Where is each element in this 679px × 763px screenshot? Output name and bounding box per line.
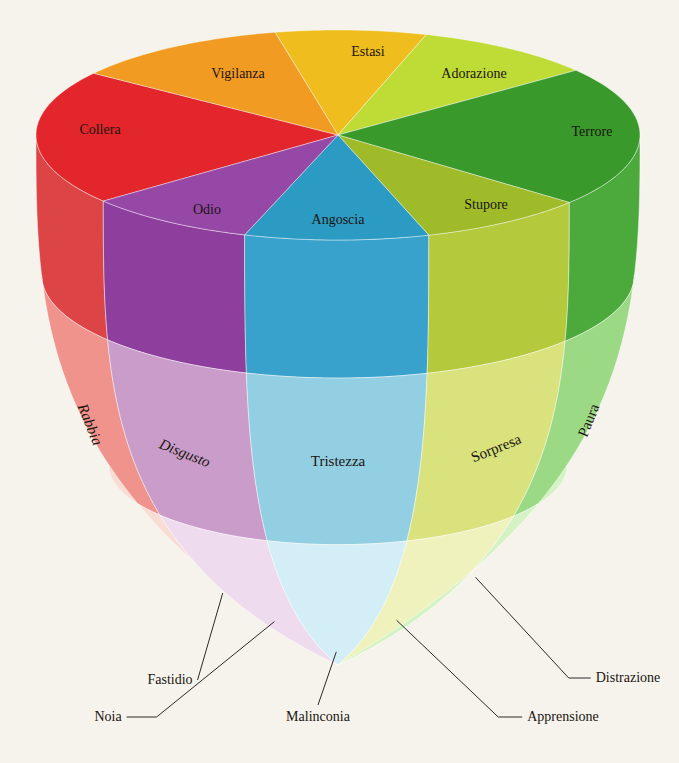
emotion-name: Odio [193, 202, 221, 218]
cone-side-face [407, 341, 565, 541]
cone-band-label: Tristezza [308, 452, 368, 471]
band-callout: Apprensione [525, 708, 601, 726]
emotion-name: Adorazione [441, 66, 506, 82]
cone-sector-label: Collera [76, 121, 123, 139]
band-callout: Fastidio [145, 671, 194, 689]
emotion-name: Vigilanza [211, 66, 265, 82]
emotion-name: Terrore [572, 124, 613, 140]
cone-sector-label: Odio [190, 201, 224, 219]
leader-line [318, 652, 336, 705]
band-callout: Distrazione [594, 669, 663, 687]
emotion-name: Collera [79, 122, 120, 138]
cone-sector-label: Vigilanza [208, 65, 268, 83]
cone-side-face [245, 235, 429, 378]
band-callout: Noia [92, 708, 123, 726]
cone-side-face [108, 340, 268, 541]
leader-line [127, 622, 275, 717]
leader-line [397, 620, 523, 717]
emotion-name: Angoscia [312, 212, 365, 228]
cone-side-face [246, 373, 427, 545]
cone-sector-label: Stupore [461, 196, 511, 214]
cone-sector-label: Angoscia [309, 211, 368, 229]
cone-sector-label: Terrore [569, 123, 616, 141]
emotion-name: Stupore [464, 197, 508, 213]
cone-side-face [514, 275, 635, 516]
cone-sector-label: Adorazione [438, 65, 509, 83]
leader-line [475, 577, 590, 678]
emotion-name: Tristezza [311, 453, 365, 470]
cone-side-face [338, 465, 567, 665]
cone-top-sector [103, 135, 338, 235]
emotion-name: Estasi [351, 44, 384, 60]
cone-sector-label: Estasi [348, 43, 387, 61]
band-callout: Malinconia [284, 708, 352, 726]
